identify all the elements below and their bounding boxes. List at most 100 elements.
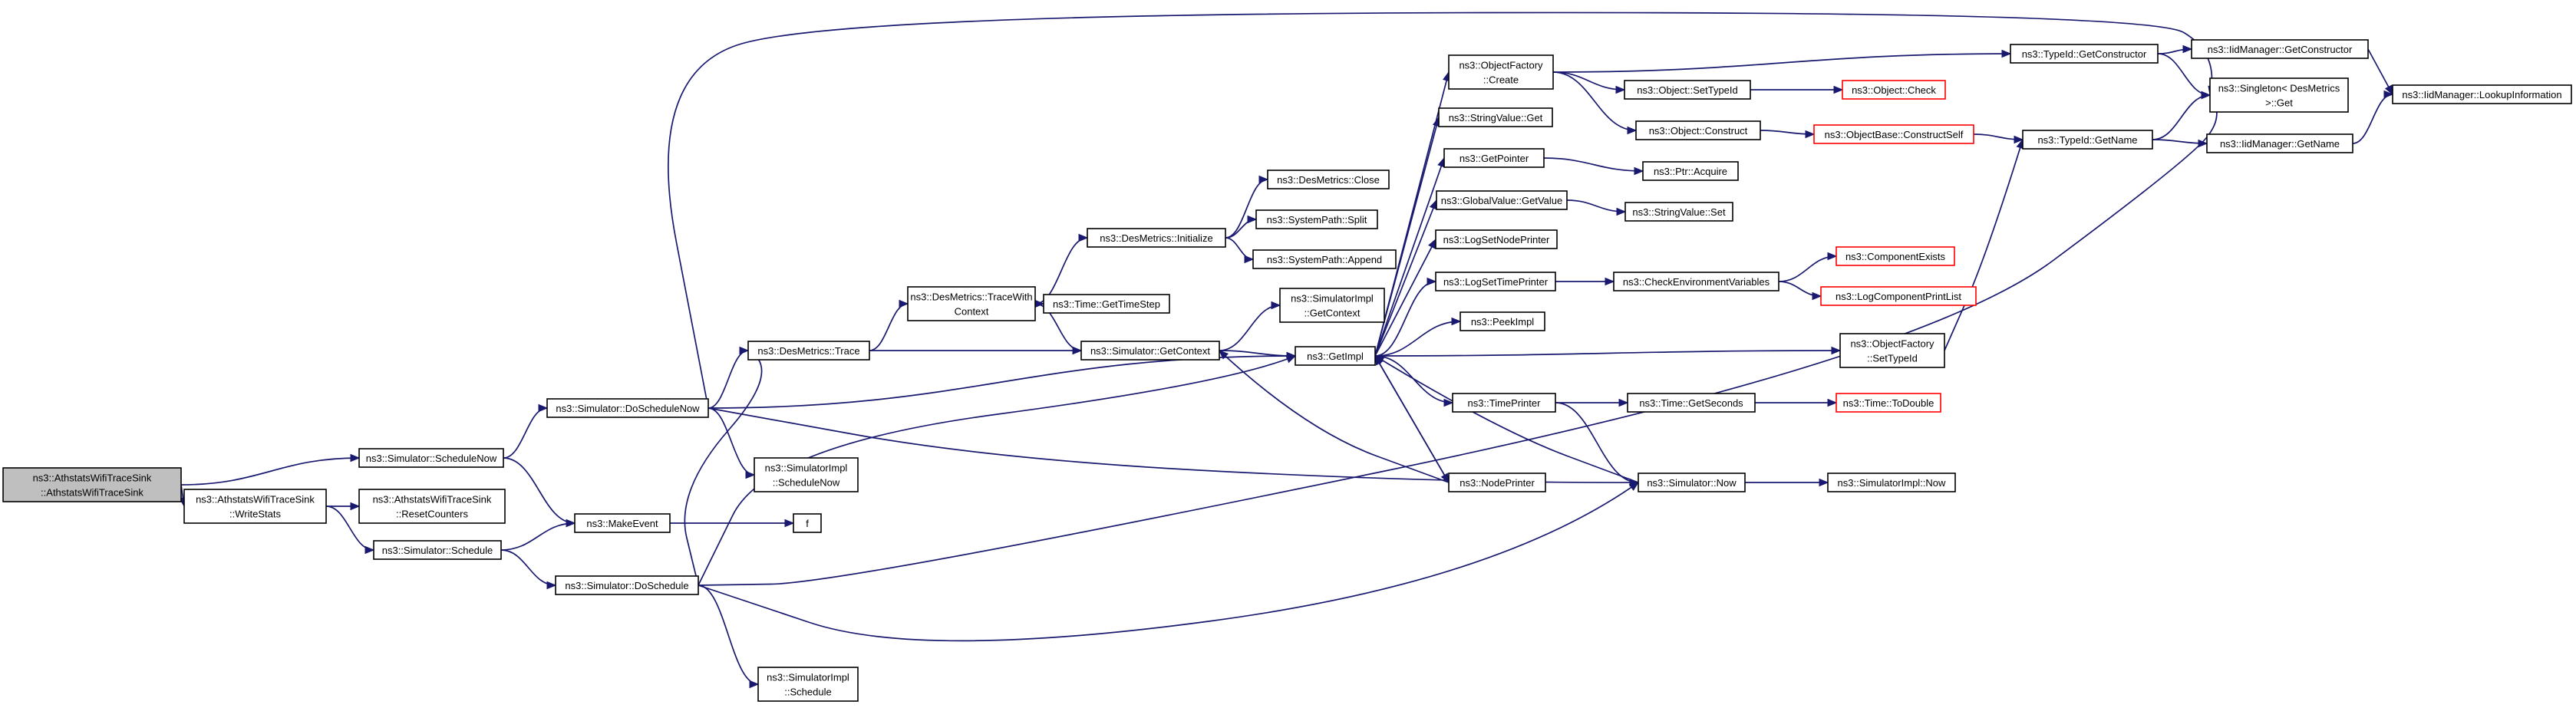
node-box bbox=[1460, 311, 1545, 331]
node-label: >::Get bbox=[2265, 97, 2293, 109]
node-box bbox=[1267, 170, 1390, 189]
node-doschedulenow[interactable]: ns3::Simulator::DoScheduleNow bbox=[546, 398, 709, 418]
node-simimpl_schedulenow[interactable]: ns3::SimulatorImpl::ScheduleNow bbox=[754, 457, 859, 492]
arrowhead-objectbase_constructself-to-typeid_getname bbox=[2014, 135, 2024, 144]
node-box bbox=[1295, 346, 1376, 366]
node-typeid_getconstructor[interactable]: ns3::TypeId::GetConstructor bbox=[2010, 44, 2159, 64]
node-box bbox=[1435, 272, 1556, 291]
node-systempath_append[interactable]: ns3::SystemPath::Append bbox=[1252, 249, 1397, 269]
node-box bbox=[1252, 249, 1397, 269]
arrowhead-typeid_getname-to-iidmanager_getname bbox=[2198, 139, 2208, 148]
edge-doschedulenow-to-getimpl bbox=[707, 355, 1296, 409]
node-doschedule[interactable]: ns3::Simulator::DoSchedule bbox=[555, 575, 699, 595]
node-logsetnodeprinter[interactable]: ns3::LogSetNodePrinter bbox=[1435, 229, 1558, 249]
node-nodeprinter[interactable]: ns3::NodePrinter bbox=[1448, 473, 1546, 492]
edge-timeprinter-to-simulator_now bbox=[1555, 402, 1639, 483]
node-simimpl_now[interactable]: ns3::SimulatorImpl::Now bbox=[1827, 473, 1956, 492]
node-box bbox=[1435, 229, 1558, 249]
node-label: ns3::Time::GetTimeStep bbox=[1053, 298, 1160, 310]
arrowhead-globalvalue_getvalue-to-stringvalue_set bbox=[1616, 207, 1627, 216]
node-label: ns3::StringValue::Get bbox=[1449, 112, 1543, 123]
node-object_settypeid[interactable]: ns3::Object::SetTypeId bbox=[1624, 80, 1751, 100]
node-getcontext[interactable]: ns3::Simulator::GetContext bbox=[1080, 341, 1220, 361]
edge-root-to-schedulenow bbox=[180, 457, 360, 486]
node-globalvalue_getvalue[interactable]: ns3::GlobalValue::GetValue bbox=[1436, 190, 1568, 210]
edge-schedule-to-makeevent bbox=[500, 522, 576, 551]
node-f[interactable]: f bbox=[793, 513, 822, 533]
node-simimpl_getcontext[interactable]: ns3::SimulatorImpl::GetContext bbox=[1279, 288, 1385, 323]
edge-doschedule-to-getimpl bbox=[698, 355, 1296, 586]
arrowhead-schedulenow-to-doschedulenow bbox=[538, 403, 549, 413]
node-label: ns3::Object::Check bbox=[1852, 84, 1936, 96]
edge-schedulenow-to-makeevent bbox=[503, 457, 576, 524]
node-box bbox=[757, 667, 859, 702]
node-label: ns3::Object::SetTypeId bbox=[1637, 84, 1738, 96]
node-logsettimeprinter[interactable]: ns3::LogSetTimePrinter bbox=[1435, 272, 1556, 291]
node-objectfactory_create[interactable]: ns3::ObjectFactory::Create bbox=[1448, 54, 1554, 90]
node-desmetrics_trace[interactable]: ns3::DesMetrics::Trace bbox=[747, 341, 870, 361]
node-writestats[interactable]: ns3::AthstatsWifiTraceSink::WriteStats bbox=[183, 489, 327, 524]
edge-doschedulenow-to-desmetrics_trace bbox=[707, 350, 749, 409]
node-ptr_acquire[interactable]: ns3::Ptr::Acquire bbox=[1642, 161, 1739, 181]
node-box bbox=[1624, 202, 1733, 222]
arrowhead-getimpl-to-logsetnodeprinter bbox=[1428, 238, 1436, 249]
node-objectfactory_settypeid[interactable]: ns3::ObjectFactory::SetTypeId bbox=[1839, 333, 1945, 368]
node-desmetrics_initialize[interactable]: ns3::DesMetrics::Initialize bbox=[1087, 228, 1226, 248]
node-label: ns3::ObjectBase::ConstructSelf bbox=[1825, 129, 1964, 140]
node-makeevent[interactable]: ns3::MakeEvent bbox=[574, 513, 671, 533]
node-label: ns3::GetImpl bbox=[1307, 351, 1364, 362]
node-componentexists[interactable]: ns3::ComponentExists bbox=[1836, 246, 1955, 266]
edge-getimpl-to-getpointer bbox=[1374, 157, 1445, 357]
node-peekimpl[interactable]: ns3::PeekImpl bbox=[1460, 311, 1545, 331]
node-box bbox=[183, 489, 327, 524]
node-box bbox=[1087, 228, 1226, 248]
node-desmetrics_close[interactable]: ns3::DesMetrics::Close bbox=[1267, 170, 1390, 189]
edge-getimpl-to-objectfactory_settypeid bbox=[1374, 350, 1841, 357]
node-stringvalue_get[interactable]: ns3::StringValue::Get bbox=[1438, 107, 1553, 127]
node-getpointer[interactable]: ns3::GetPointer bbox=[1443, 148, 1545, 168]
node-label: ::GetContext bbox=[1304, 308, 1361, 319]
node-label: Context bbox=[955, 306, 989, 318]
node-label: ns3::PeekImpl bbox=[1471, 316, 1534, 328]
node-object_construct[interactable]: ns3::Object::Construct bbox=[1635, 120, 1761, 140]
node-time_todouble[interactable]: ns3::Time::ToDouble bbox=[1836, 393, 1941, 413]
node-time_getseconds[interactable]: ns3::Time::GetSeconds bbox=[1627, 393, 1756, 413]
node-singleton_get[interactable]: ns3::Singleton< DesMetrics>::Get bbox=[2209, 77, 2349, 113]
node-label: ns3::Simulator::Schedule bbox=[382, 545, 493, 556]
edge-doschedule-to-singleton_get bbox=[698, 94, 2218, 586]
node-simulator_now[interactable]: ns3::Simulator::Now bbox=[1638, 473, 1746, 492]
node-label: ns3::Singleton< DesMetrics bbox=[2218, 83, 2340, 94]
node-getimpl[interactable]: ns3::GetImpl bbox=[1295, 346, 1376, 366]
node-iidmanager_getname[interactable]: ns3::IidManager::GetName bbox=[2206, 133, 2353, 153]
node-timeprinter[interactable]: ns3::TimePrinter bbox=[1452, 393, 1556, 413]
node-resetcounters[interactable]: ns3::AthstatsWifiTraceSink::ResetCounter… bbox=[358, 489, 506, 524]
node-systempath_split[interactable]: ns3::SystemPath::Split bbox=[1255, 209, 1378, 229]
node-object_check[interactable]: ns3::Object::Check bbox=[1842, 80, 1946, 100]
node-stringvalue_set[interactable]: ns3::StringValue::Set bbox=[1624, 202, 1733, 222]
node-label: ::AthstatsWifiTraceSink bbox=[41, 487, 143, 499]
node-root[interactable]: ns3::AthstatsWifiTraceSink::AthstatsWifi… bbox=[2, 467, 182, 502]
arrowhead-doschedule-to-simimpl_schedule bbox=[749, 680, 760, 689]
node-typeid_getname[interactable]: ns3::TypeId::GetName bbox=[2022, 130, 2153, 150]
node-label: ns3::AthstatsWifiTraceSink bbox=[33, 473, 152, 484]
node-label: ns3::LogComponentPrintList bbox=[1836, 291, 1961, 302]
node-objectbase_constructself[interactable]: ns3::ObjectBase::ConstructSelf bbox=[1813, 124, 1974, 144]
node-schedule[interactable]: ns3::Simulator::Schedule bbox=[373, 540, 502, 560]
node-schedulenow[interactable]: ns3::Simulator::ScheduleNow bbox=[358, 448, 504, 468]
arrowhead-schedule-to-doschedule bbox=[546, 581, 557, 590]
node-label: ::WriteStats bbox=[229, 509, 281, 520]
node-simimpl_schedule[interactable]: ns3::SimulatorImpl::Schedule bbox=[757, 667, 859, 702]
edge-typeid_getconstructor-to-singleton_get bbox=[2157, 53, 2211, 96]
node-iidmanager_getconstructor[interactable]: ns3::IidManager::GetConstructor bbox=[2191, 39, 2369, 59]
node-logcomponentprintlist[interactable]: ns3::LogComponentPrintList bbox=[1820, 286, 1977, 306]
node-checkenv[interactable]: ns3::CheckEnvironmentVariables bbox=[1613, 272, 1779, 291]
node-box bbox=[1839, 333, 1945, 368]
arrowhead-checkenv-to-componentexists bbox=[1827, 252, 1838, 261]
node-iidmanager_lookupinformation[interactable]: ns3::IidManager::LookupInformation bbox=[2392, 84, 2572, 104]
node-gettimestep[interactable]: ns3::Time::GetTimeStep bbox=[1043, 294, 1170, 314]
arrowhead-checkenv-to-logcomponentprintlist bbox=[1812, 291, 1822, 301]
arrowhead-desmetrics_trace-to-desmetrics_tracewith bbox=[899, 299, 909, 308]
node-label: ns3::Simulator::DoSchedule bbox=[565, 580, 688, 591]
arrowhead-desmetrics_tracewith-to-desmetrics_initialize bbox=[1078, 233, 1089, 242]
